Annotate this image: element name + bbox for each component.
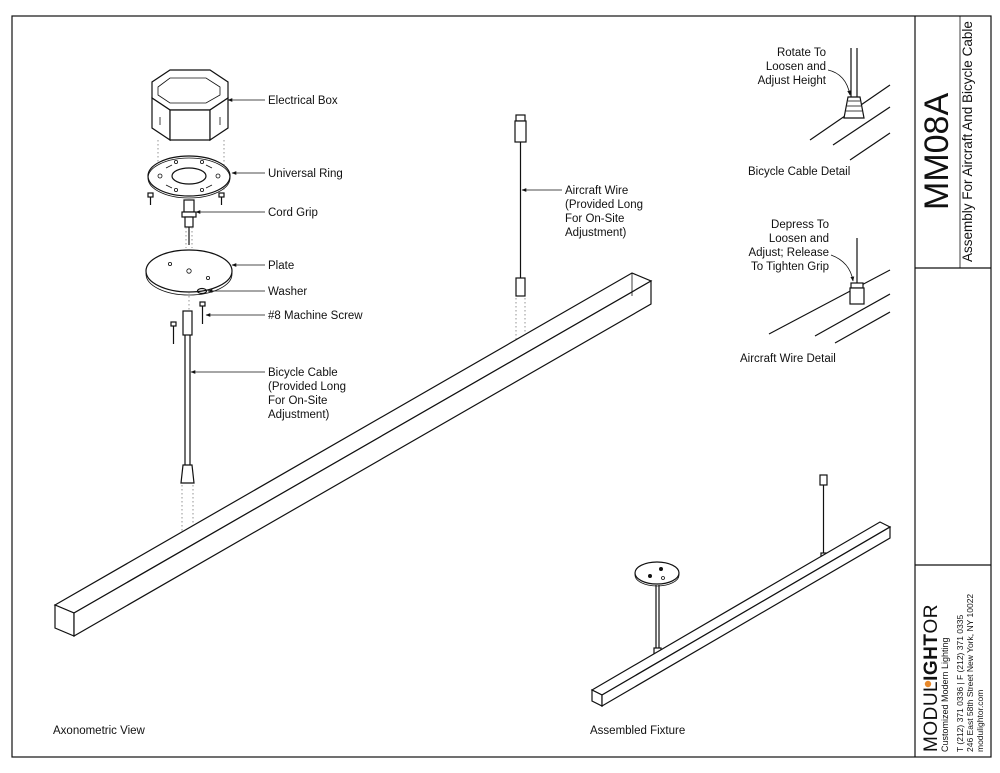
address: 246 East 58th Street New York, NY 10022	[965, 594, 975, 752]
label-bicycle-cable-line: (Provided Long	[268, 381, 346, 393]
bicycle-detail-note-line: Loosen and	[766, 61, 826, 73]
svg-text:MODULIGHTOR: MODULIGHTOR	[921, 604, 942, 752]
machine-screw-right	[199, 301, 206, 324]
label-aircraft-wire-line: For On-Site	[565, 213, 624, 225]
aircraft-wire-detail	[768, 238, 891, 344]
label-aircraft-wire-line: (Provided Long	[565, 199, 643, 211]
bicycle-detail-note-line: Rotate To	[777, 47, 826, 59]
aircraft-detail-leader	[830, 254, 855, 282]
title-block: MM08A Assembly For Aircraft And Bicycle …	[914, 16, 991, 757]
cord-grip	[181, 199, 197, 245]
label-bicycle-cable-line: For On-Site	[268, 395, 327, 407]
phone-fax: T (212) 371 0336 | F (212) 371 0335	[955, 615, 965, 752]
ring-screw-right	[218, 192, 225, 205]
aircraft-detail-note-line: To Tighten Grip	[751, 261, 829, 273]
label-cord-grip: Cord Grip	[268, 207, 318, 219]
label-plate: Plate	[268, 260, 294, 272]
axonometric-fixture	[53, 272, 653, 638]
model-number: MM08A	[918, 93, 956, 210]
label-bicycle-cable-line: Adjustment)	[268, 409, 330, 421]
electrical-box	[151, 69, 229, 142]
aircraft-detail-note-line: Depress To	[771, 219, 829, 231]
sheet-border	[11, 15, 992, 758]
label-aircraft-wire-line: Adjustment)	[565, 227, 627, 239]
canopy-plate	[145, 249, 233, 296]
assembled-fixture	[590, 474, 892, 708]
brand-mid: IGHT	[921, 633, 942, 680]
aircraft-detail-note-line: Adjust; Release	[748, 247, 829, 259]
brand-tagline: Customized Modern Lighting	[940, 637, 950, 752]
brand-dot	[924, 680, 932, 688]
brand-suffix: OR	[921, 604, 942, 634]
machine-screw-left	[170, 321, 177, 344]
label-aircraft-wire-line: Aircraft Wire	[565, 185, 628, 197]
leader-lines	[190, 98, 562, 374]
aircraft-detail-note-line: Loosen and	[769, 233, 829, 245]
aircraft-detail-note: Depress To Loosen and Adjust; Release To…	[748, 219, 829, 273]
label-washer: Washer	[268, 286, 307, 298]
label-universal-ring: Universal Ring	[268, 168, 343, 180]
caption-bicycle-cable-detail: Bicycle Cable Detail	[748, 166, 850, 178]
label-bicycle-cable-line: Bicycle Cable	[268, 367, 338, 379]
company-logo: MODULIGHTOR Customized Modern Lighting	[921, 604, 950, 752]
label-electrical-box: Electrical Box	[268, 95, 338, 107]
assembly-description: Assembly For Aircraft And Bicycle Cable	[960, 21, 975, 262]
label-machine-screw: #8 Machine Screw	[268, 310, 363, 322]
caption-axonometric-view: Axonometric View	[53, 725, 146, 737]
caption-aircraft-wire-detail: Aircraft Wire Detail	[740, 353, 836, 365]
bicycle-detail-leader	[827, 69, 852, 96]
ring-screw-left	[147, 192, 154, 205]
universal-ring	[147, 155, 231, 199]
label-aircraft-wire: Aircraft Wire (Provided Long For On-Site…	[565, 185, 643, 239]
bicycle-detail-note: Rotate To Loosen and Adjust Height	[758, 47, 827, 87]
brand-prefix: MODUL	[921, 681, 942, 752]
bicycle-cable	[180, 310, 195, 484]
caption-assembled-fixture: Assembled Fixture	[590, 725, 685, 737]
label-bicycle-cable: Bicycle Cable (Provided Long For On-Site…	[268, 367, 346, 421]
bicycle-cable-detail	[809, 48, 891, 161]
washer	[196, 287, 208, 295]
aircraft-wire	[514, 114, 527, 297]
website: modulightor.com	[975, 690, 985, 752]
bicycle-detail-note-line: Adjust Height	[758, 75, 827, 87]
